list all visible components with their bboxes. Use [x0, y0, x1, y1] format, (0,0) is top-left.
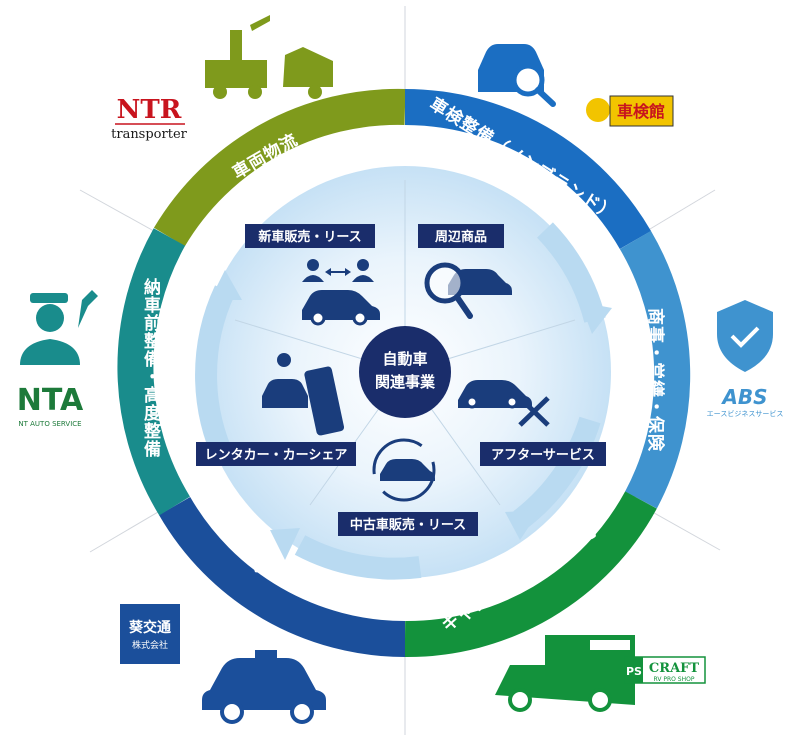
inner-label-new-car: 新車販売・リース [245, 224, 375, 248]
svg-text:NTR: NTR [117, 95, 182, 125]
inner-label-rental: レンタカー・カーシェア [196, 442, 356, 466]
svg-text:中古車販売・リース: 中古車販売・リース [350, 517, 466, 533]
center-circle [359, 326, 451, 418]
people-exchange-icon [302, 259, 374, 282]
mechanic-icon [20, 290, 98, 365]
inner-label-accessories: 周辺商品 [418, 224, 504, 248]
svg-text:アフターサービス: アフターサービス [491, 447, 595, 463]
cycle-arrowheads [210, 270, 612, 560]
svg-text:株式会社: 株式会社 [132, 639, 168, 651]
shakenkan-logo: 車検館 [586, 95, 674, 127]
ring-segment-camping [404, 491, 657, 658]
center-text-line2: 関連事業 [375, 373, 436, 391]
svg-text:エースビジネスサービス: エースビジネスサービス [707, 409, 784, 418]
svg-text:RV PRO SHOP: RV PRO SHOP [654, 676, 695, 683]
nta-logo: NTA NT AUTO SERVICE [17, 383, 84, 428]
ring-segment-pre-delivery [117, 228, 191, 516]
ring-label-pre-delivery: 納車前整備・高度整備 [140, 277, 161, 458]
abs-logo: ABS エースビジネスサービス [707, 385, 784, 418]
ntr-logo: NTR transporter [111, 95, 188, 142]
car-search-icon [424, 262, 512, 319]
ring-segment-taxi [159, 496, 406, 657]
svg-text:車検館: 車検館 [617, 102, 665, 121]
car-inspection-icon [478, 44, 556, 107]
used-car-cycle-icon [372, 438, 436, 502]
svg-text:NT AUTO SERVICE: NT AUTO SERVICE [18, 420, 81, 428]
outer-ring [117, 88, 691, 658]
aoi-kotsu-logo: 葵交通 株式会社 [120, 604, 180, 664]
svg-text:新車販売・リース: 新車販売・リース [258, 229, 361, 245]
svg-text:PS: PS [626, 665, 642, 678]
svg-text:CRAFT: CRAFT [649, 661, 699, 676]
ring-segment-inspection [404, 89, 651, 250]
car-repair-icon [458, 380, 550, 427]
taxi-icon [202, 650, 326, 724]
svg-text:transporter: transporter [111, 127, 188, 142]
inner-label-used-car: 中古車販売・リース [338, 512, 478, 536]
carshare-phone-icon [262, 353, 345, 436]
svg-text:ABS: ABS [720, 385, 767, 409]
craft-logo: PS CRAFT RV PRO SHOP [624, 656, 706, 684]
new-car-icon [302, 290, 380, 326]
inner-label-after-service: アフターサービス [480, 442, 606, 466]
svg-text:葵交通: 葵交通 [128, 619, 171, 636]
camper-van-icon [495, 635, 635, 712]
ring-label-trading: 商事・営繕・保険 [645, 308, 666, 452]
svg-text:NTA: NTA [17, 383, 84, 418]
ring-segment-vehicle-logistics [153, 88, 406, 247]
svg-text:周辺商品: 周辺商品 [435, 229, 487, 245]
ring-segment-trading [619, 230, 691, 509]
shield-check-icon [717, 300, 773, 372]
tow-truck-icon [205, 15, 333, 99]
svg-text:レンタカー・カーシェア: レンタカー・カーシェア [205, 448, 348, 463]
center-text-line1: 自動車 [382, 350, 427, 368]
